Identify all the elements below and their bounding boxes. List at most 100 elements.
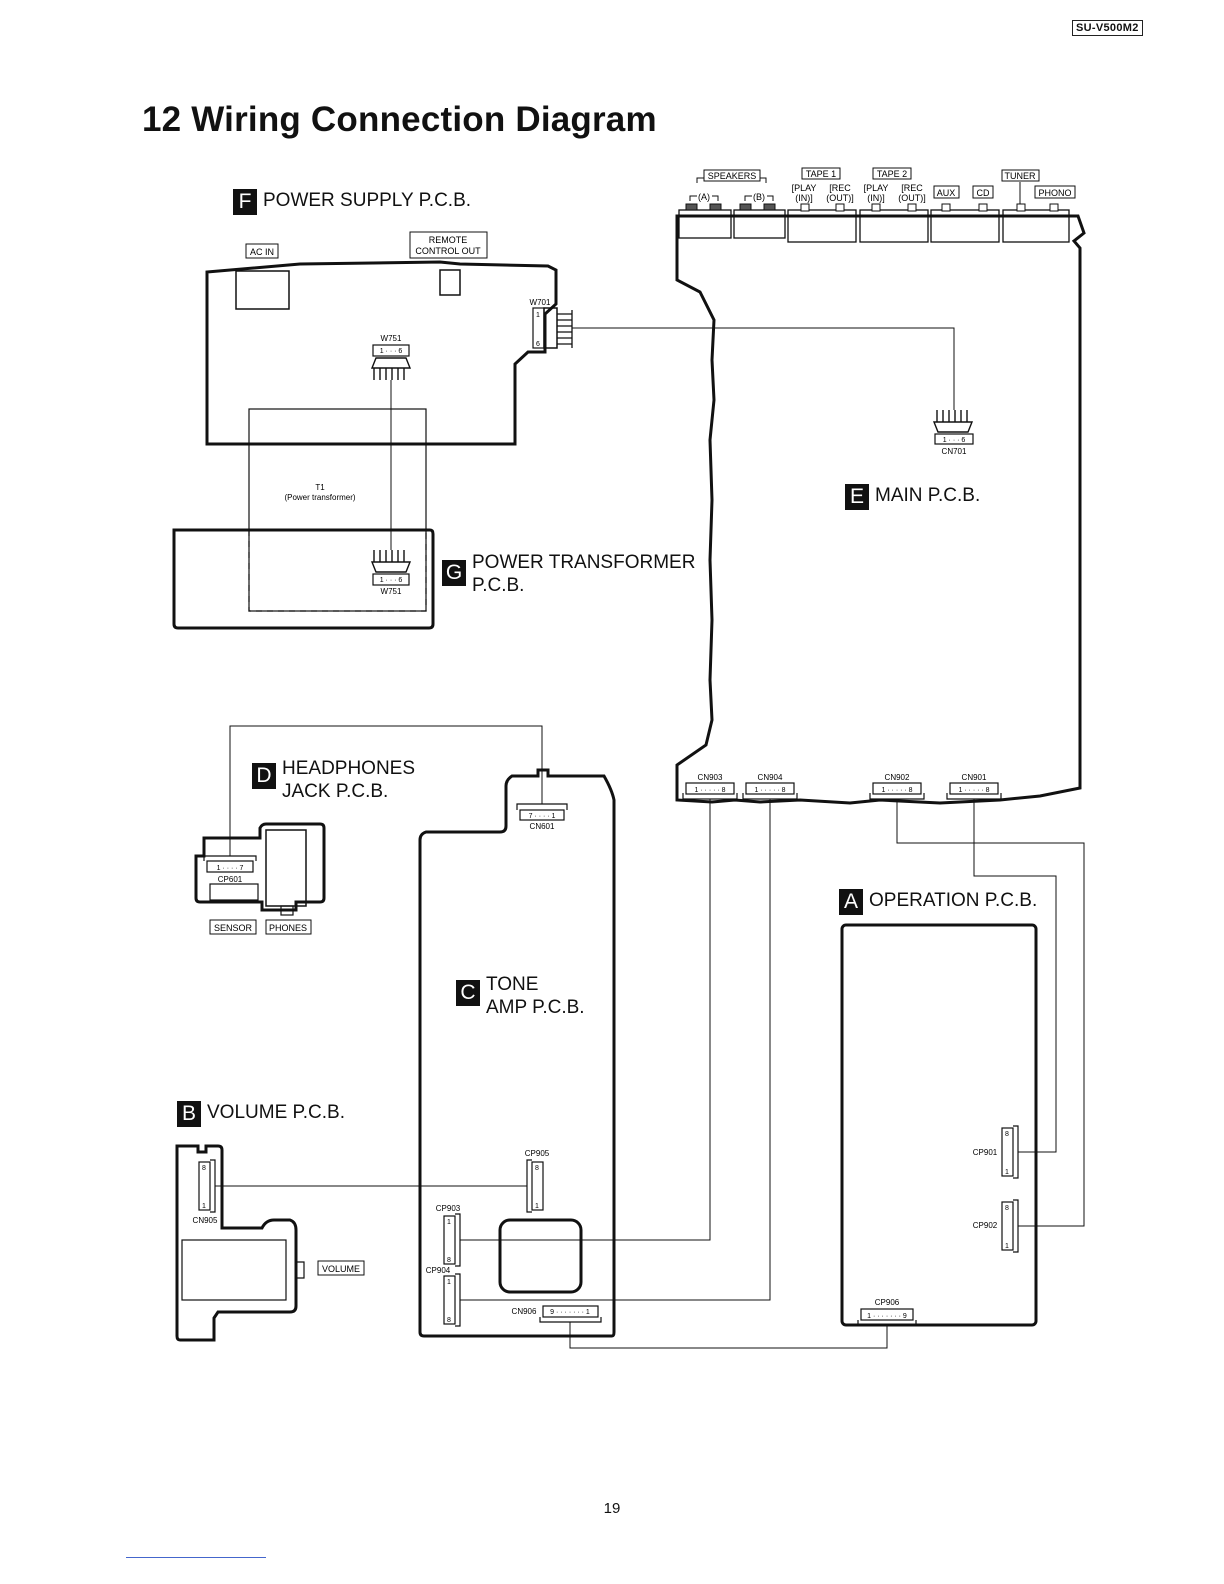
remote-label-2: CONTROL OUT	[415, 246, 481, 256]
tape2-rec-label: [REC	[901, 183, 923, 193]
wire-cn906-cp906	[569, 1322, 888, 1349]
cn904-label: CN904	[758, 773, 783, 782]
cp903-pin-top: 1	[447, 1219, 451, 1226]
board-letter-c: C	[456, 980, 480, 1006]
wire-cn903-cp903	[460, 799, 711, 1241]
w751-top-label: W751	[381, 334, 402, 343]
cp901-frame	[1013, 1125, 1019, 1179]
board-name-headphones: HEADPHONES JACK P.C.B.	[282, 758, 416, 802]
page-title: 12 Wiring Connection Diagram	[142, 100, 657, 139]
main-bottom-connectors	[682, 782, 1002, 800]
cn701-label: CN701	[942, 447, 967, 456]
cn601-frame	[516, 803, 568, 810]
power-supply-pcb-outline	[205, 260, 558, 446]
w751-bottom-label: W751	[381, 587, 402, 596]
w701-pin-last: 6	[536, 341, 540, 348]
remote-out-box	[409, 231, 488, 259]
cp901-pin-bottom: 1	[1005, 1169, 1009, 1176]
speakers-label: SPEAKERS	[708, 171, 757, 181]
cp905-pin-top: 8	[535, 1165, 539, 1172]
cp904-pin-top: 1	[447, 1279, 451, 1286]
harness-wires	[215, 327, 1085, 1349]
ac-in-socket	[235, 270, 290, 310]
cp906-connector	[860, 1308, 914, 1321]
cp902-pin-top: 8	[1005, 1205, 1009, 1212]
board-letter-b: B	[177, 1101, 201, 1127]
board-label-power-transformer: G POWER TRANSFORMER P.C.B.	[442, 551, 695, 597]
cn902-range: 1 · · · · · 8	[881, 787, 912, 794]
cp903-pin-bottom: 8	[447, 1257, 451, 1264]
board-letter-g: G	[442, 560, 466, 586]
tape2-rec-label-2: (OUT)]	[898, 193, 926, 203]
board-label-operation: A OPERATION P.C.B.	[839, 889, 1037, 915]
wire-cn901-cp901	[973, 799, 1057, 1153]
tape1-play-label-2: (IN)]	[795, 193, 813, 203]
cn903-label: CN903	[698, 773, 723, 782]
cn601-range: 7 · · · · 1	[529, 813, 556, 820]
cp905-frame	[526, 1159, 532, 1213]
wire-cn904-cp904	[460, 799, 771, 1301]
wire-cn902-cp902	[896, 799, 1085, 1227]
cp901-connector	[1001, 1127, 1014, 1177]
wire-w701-cn701	[572, 327, 955, 410]
rear-jacks	[678, 209, 1070, 243]
cp902-pin-bottom: 1	[1005, 1243, 1009, 1250]
cp903-frame	[455, 1213, 461, 1267]
cp903-label: CP903	[436, 1204, 461, 1213]
cp901-label: CP901	[973, 1148, 998, 1157]
cp904-frame	[455, 1273, 461, 1327]
cp601-connector	[206, 860, 254, 873]
operation-pcb-outline	[840, 923, 1038, 1327]
cp905-connector	[531, 1161, 544, 1211]
t1-sub-label: (Power transformer)	[284, 493, 355, 502]
w751-bottom-connector	[372, 573, 410, 586]
tape1-label: TAPE 1	[806, 169, 836, 179]
board-letter-d: D	[252, 763, 276, 789]
power-transformer-pcb-outline	[172, 528, 435, 630]
w751-bottom-wires	[370, 550, 412, 573]
board-name-main: MAIN P.C.B.	[875, 485, 981, 506]
sensor-module	[209, 883, 259, 901]
board-name-power-transformer: POWER TRANSFORMER P.C.B.	[472, 552, 696, 596]
cp905-label: CP905	[525, 1149, 550, 1158]
w751-bottom-range: 1 · · · 6	[380, 577, 403, 584]
tape1-rec-label-2: (OUT)]	[826, 193, 854, 203]
ac-in-box	[245, 243, 279, 259]
model-number: SU-V500M2	[1072, 20, 1143, 36]
cn906-range: 9 · · · · · · · 1	[550, 1309, 590, 1316]
cn701-range: 1 · · · 6	[943, 437, 966, 444]
board-letter-a: A	[839, 889, 863, 915]
volume-pot-shaft	[296, 1261, 305, 1279]
board-letter-e: E	[845, 484, 869, 510]
cp905-pin-bottom: 1	[535, 1203, 539, 1210]
cn904-range: 1 · · · · · 8	[754, 787, 785, 794]
volume-pcb-outline	[175, 1144, 298, 1342]
tape2-play-label-2: (IN)]	[867, 193, 885, 203]
ac-in-label: AC IN	[250, 247, 274, 257]
cp901-pin-top: 8	[1005, 1131, 1009, 1138]
speakers-a-label: (A)	[698, 192, 710, 202]
w701-connector	[532, 307, 573, 349]
headphones-pcb-outline	[194, 822, 326, 912]
transformer-dashed	[248, 530, 427, 612]
phono-label: PHONO	[1038, 188, 1071, 198]
board-label-main: E MAIN P.C.B.	[845, 484, 980, 510]
cn905-connector	[198, 1161, 211, 1211]
cn906-label: CN906	[512, 1307, 537, 1316]
cn601-label: CN601	[530, 822, 555, 831]
speaker-terminals	[685, 203, 776, 211]
board-name-power-supply: POWER SUPPLY P.C.B.	[263, 190, 472, 211]
cp601-frame	[203, 855, 257, 861]
board-label-tone-amp: C TONE AMP P.C.B.	[456, 973, 585, 1019]
volume-label: VOLUME	[322, 1264, 360, 1274]
volume-pot-body	[181, 1239, 287, 1301]
cn905-label: CN905	[193, 1216, 218, 1225]
w751-top-connector	[372, 344, 410, 357]
phones-jack-body	[265, 829, 307, 907]
cn902-label: CN902	[885, 773, 910, 782]
cn701-connector	[934, 433, 974, 445]
board-label-power-supply: F POWER SUPPLY P.C.B.	[233, 189, 471, 215]
cp906-label: CP906	[875, 1298, 900, 1307]
tape2-play-label: [PLAY	[864, 183, 889, 193]
